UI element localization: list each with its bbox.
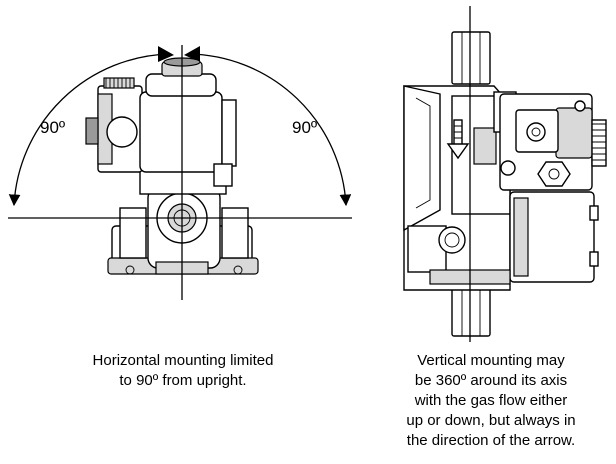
- valve-side-view: [403, 85, 607, 291]
- caption-line: be 360º around its axis: [414, 372, 568, 389]
- caption-line: the direction of the arrow.: [406, 432, 576, 449]
- angle-label-left: 90º: [40, 118, 65, 137]
- vertical-mounting-caption: Vertical mounting may be 360º around its…: [372, 351, 610, 451]
- caption-line: Vertical mounting may: [417, 352, 565, 369]
- caption-line: with the gas flow either: [414, 392, 568, 409]
- right-rotation-arc: [187, 53, 352, 207]
- top-pointer-right-icon: [184, 46, 200, 62]
- caption-line: to 90º from upright.: [119, 372, 247, 389]
- vertical-mounting-figure: [403, 6, 607, 342]
- horizontal-mounting-figure: 90º 90º: [8, 45, 352, 300]
- left-rotation-arc: [8, 53, 171, 207]
- valve-front-view: [85, 57, 259, 275]
- angle-label-right: 90º: [292, 118, 317, 137]
- top-pointer-left-icon: [158, 46, 174, 62]
- horizontal-mounting-caption: Horizontal mounting limited to 90º from …: [18, 351, 348, 391]
- down-arrow-icon: [446, 119, 470, 160]
- caption-line: up or down, but always in: [406, 412, 576, 429]
- caption-line: Horizontal mounting limited: [92, 352, 274, 369]
